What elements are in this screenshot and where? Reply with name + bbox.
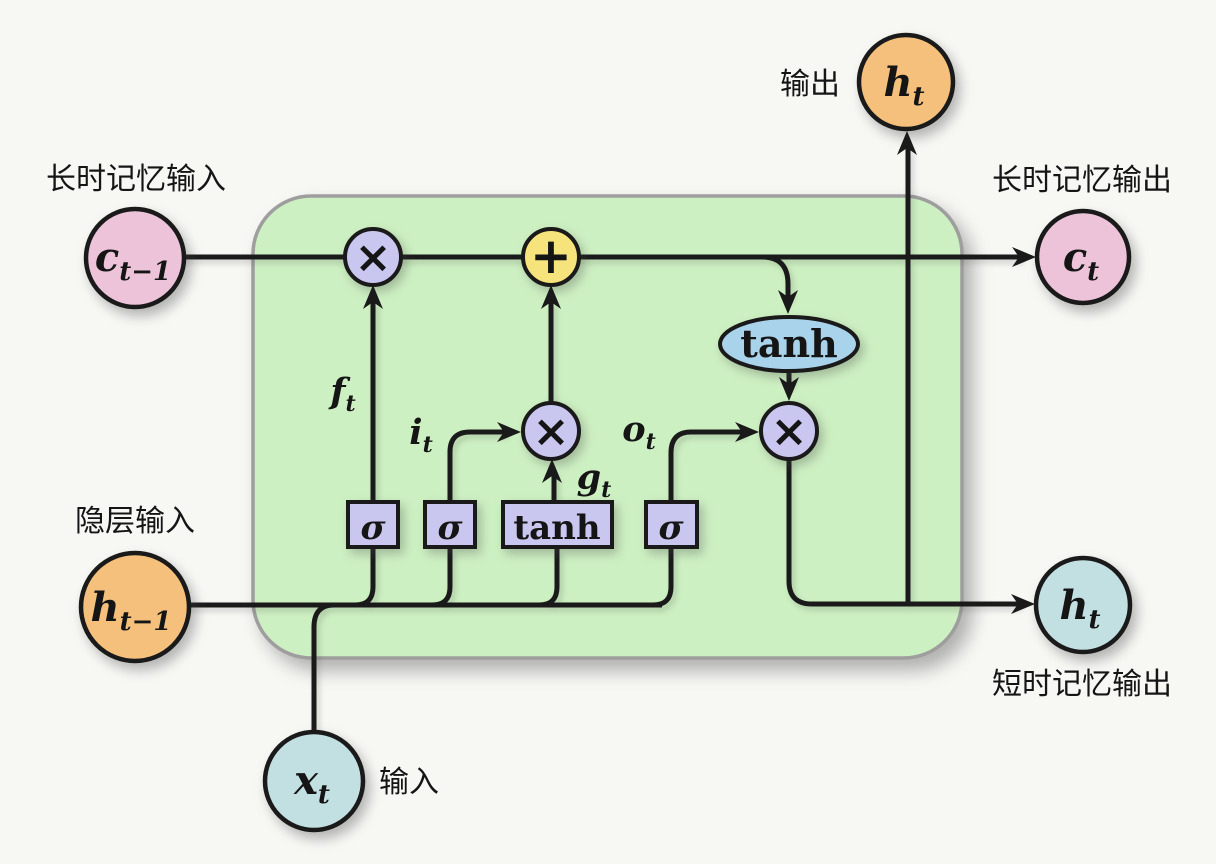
gate-boxes-group [346,500,699,549]
cell-state-output-node [1034,208,1132,306]
arrow-down-to-tanh-icon [778,290,798,314]
sigma-output-gate-box [644,500,699,549]
hidden-input-label: 隐层输入 [75,505,195,538]
hidden-output-wire [786,459,1020,607]
output-gate-sub: t [646,429,656,455]
tanh-candidate-gate-box [501,500,614,549]
arrow-up-forget-icon [363,285,383,309]
wires-group [135,148,1021,733]
x-in-sub: t [318,780,330,810]
arrow-up-add-icon [541,285,561,309]
candidate-sub: t [601,477,611,503]
branch-to-tanh-candidate [538,549,560,608]
c-prev-label: ct−1 [95,234,171,287]
sigma-forget-gate-box [346,500,400,549]
input-signal-label: it [409,412,432,458]
input-x-wire [311,602,335,733]
op-glyphs-group: × + × × [355,227,808,457]
output-label: 输出 [780,68,840,101]
tanh-activation-glyph: tanh [740,321,837,366]
chinese-labels-group: 长时记忆输入 隐层输入 输入 输出 长时记忆输出 短时记忆输出 [46,68,1172,799]
output-gate-wire [668,429,744,502]
output-h-top-node [856,32,956,132]
input-gate-sub: t [423,432,433,458]
input-label: 输入 [379,766,439,799]
sigma-forget-glyph: σ [360,508,386,548]
branch-to-sigma-input [431,549,453,608]
cell-to-tanh-branch [761,254,791,299]
input-x-node [262,729,366,833]
arrow-right-output-gate-icon [735,422,759,442]
arrow-up-candidate-icon [542,459,562,483]
h-out-right-label: ht [1059,582,1100,635]
output-multiply-op [759,401,819,461]
h-out-top-sub: t [913,82,925,112]
output-gate-base: o [622,409,645,450]
h-out-right-base: h [1059,582,1088,629]
arrow-right-hidden-out-icon [1011,594,1035,614]
short-term-output-label: 短时记忆输出 [992,668,1172,701]
arrow-right-cell-out-icon [1012,247,1036,267]
branch-to-sigma-forget [354,549,376,608]
input-gate-wire [447,429,506,502]
input-gate-base: i [409,412,422,453]
tanh-activation-ellipse [718,315,860,373]
candidate-signal-label: gt [577,457,612,503]
sigma-input-gate-box [423,500,477,549]
h-prev-base: h [91,584,120,631]
forget-multiply-icon: × [355,232,392,283]
output-signal-label: ot [622,409,656,455]
h-out-right-sub: t [1089,605,1101,635]
c-out-label: ct [1063,234,1099,287]
arrow-down-to-multiply-icon [779,377,799,401]
h-prev-sub: t−1 [120,607,172,637]
candidate-base: g [577,457,601,498]
h-out-top-label: ht [883,59,924,112]
sigma-input-glyph: σ [437,508,463,548]
c-out-base: c [1063,234,1087,281]
arrow-right-input-gate-icon [497,422,521,442]
x-in-base: x [293,757,319,804]
forget-sub: t [345,391,355,417]
external-nodes-group [78,32,1133,833]
sigma-output-glyph: σ [658,508,684,548]
arrow-up-output-icon [897,131,917,155]
signal-labels-group: ft it gt ot [327,371,655,503]
cell-state-input-node [83,206,187,310]
operations-group [343,227,860,461]
arrowheads-group [363,131,1036,614]
output-multiply-icon: × [771,406,808,457]
h-out-top-base: h [883,59,912,106]
input-multiply-icon: × [533,406,570,457]
long-term-output-label: 长时记忆输出 [992,164,1172,197]
c-out-sub: t [1087,257,1099,287]
hidden-state-input-node [78,550,192,664]
cell-add-icon: + [530,227,572,285]
input-multiply-op [521,401,581,461]
c-prev-base: c [95,234,119,281]
h-prev-label: ht−1 [91,584,172,637]
branch-to-sigma-output [652,549,674,608]
long-term-input-label: 长时记忆输入 [46,163,226,196]
node-labels-group: ct−1 ht−1 xt ht ct ht [91,59,1101,810]
tanh-candidate-glyph: tanh [513,508,600,548]
hidden-state-output-node [1033,555,1133,655]
x-in-label: xt [293,757,330,810]
gate-glyphs-group: σ σ tanh σ tanh [360,321,837,548]
c-prev-sub: t−1 [119,257,171,287]
